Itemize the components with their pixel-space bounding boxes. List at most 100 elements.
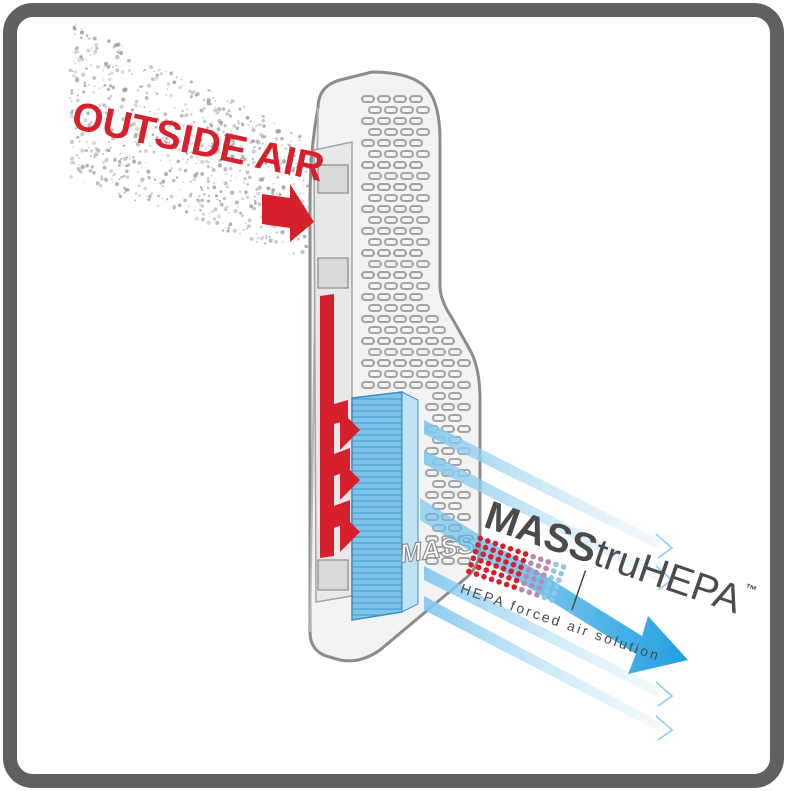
particle	[124, 188, 128, 192]
particle	[228, 224, 231, 227]
particle	[165, 71, 166, 72]
particle	[241, 197, 244, 200]
particle	[265, 237, 267, 239]
particle	[75, 24, 76, 25]
particle	[94, 50, 98, 54]
particle	[220, 190, 223, 193]
particle	[107, 158, 109, 160]
particle	[90, 149, 93, 152]
particle	[230, 99, 234, 103]
particle	[301, 250, 305, 254]
particle	[235, 200, 239, 204]
particle	[255, 188, 258, 191]
particle	[140, 178, 144, 182]
particle	[191, 91, 195, 95]
particle	[243, 229, 245, 231]
particle	[100, 175, 103, 178]
particle	[249, 121, 250, 122]
particle	[110, 147, 112, 149]
particle	[108, 78, 111, 81]
particle	[225, 227, 226, 228]
particle	[238, 108, 241, 111]
particle	[225, 210, 227, 212]
particle	[269, 239, 273, 243]
particle	[81, 165, 85, 169]
particle	[129, 155, 131, 157]
particle	[118, 164, 121, 167]
particle	[143, 187, 147, 191]
particle	[299, 193, 301, 195]
particle	[252, 207, 256, 211]
particle	[269, 236, 271, 238]
particle	[280, 230, 284, 234]
particle	[149, 65, 153, 69]
particle	[256, 233, 257, 234]
particle	[124, 89, 127, 92]
particle	[166, 88, 168, 90]
particle	[119, 51, 123, 55]
particle	[92, 171, 94, 173]
logo-dot	[518, 586, 525, 593]
particle	[162, 198, 164, 200]
particle	[77, 89, 78, 90]
particle	[129, 158, 131, 160]
particle	[282, 188, 284, 190]
logo-dot	[555, 577, 562, 584]
particle	[197, 199, 201, 203]
particle	[217, 107, 221, 111]
particle	[227, 227, 230, 230]
particle	[200, 172, 204, 176]
particle	[108, 73, 111, 76]
logo-dot	[488, 576, 495, 583]
particle	[90, 64, 92, 66]
particle	[111, 72, 114, 75]
particle	[112, 66, 114, 68]
base-module	[318, 560, 348, 590]
particle	[79, 170, 83, 174]
particle	[80, 31, 84, 35]
particle	[69, 97, 72, 100]
particle	[264, 242, 267, 245]
particle	[231, 175, 233, 177]
particle	[228, 114, 230, 116]
particle	[76, 50, 79, 53]
particle	[154, 79, 156, 81]
particle	[153, 71, 154, 72]
particle	[207, 89, 210, 92]
particle	[190, 96, 192, 98]
particle	[203, 193, 206, 196]
particle	[195, 217, 199, 221]
particle	[151, 193, 153, 195]
particle	[241, 122, 243, 124]
particle	[80, 148, 84, 152]
particle	[229, 180, 231, 182]
particle	[132, 156, 134, 158]
particle	[125, 169, 129, 173]
particle	[246, 228, 248, 230]
particle	[158, 69, 160, 71]
particle	[70, 175, 73, 178]
particle	[266, 186, 270, 190]
particle	[254, 200, 257, 203]
particle	[195, 93, 198, 96]
particle	[226, 229, 229, 232]
particle	[115, 55, 119, 59]
particle	[250, 237, 254, 241]
particle	[71, 51, 72, 52]
particle	[72, 146, 74, 148]
particle	[112, 182, 113, 183]
particle	[190, 80, 193, 83]
logo-dot	[535, 562, 542, 569]
particle	[203, 99, 206, 102]
particle	[131, 73, 133, 75]
particle	[243, 182, 245, 184]
particle	[73, 27, 77, 31]
particle	[138, 161, 142, 165]
particle	[126, 176, 129, 179]
particle	[172, 180, 173, 181]
particle	[160, 69, 162, 71]
particle	[121, 97, 125, 101]
particle	[233, 209, 237, 213]
particle	[157, 194, 160, 197]
